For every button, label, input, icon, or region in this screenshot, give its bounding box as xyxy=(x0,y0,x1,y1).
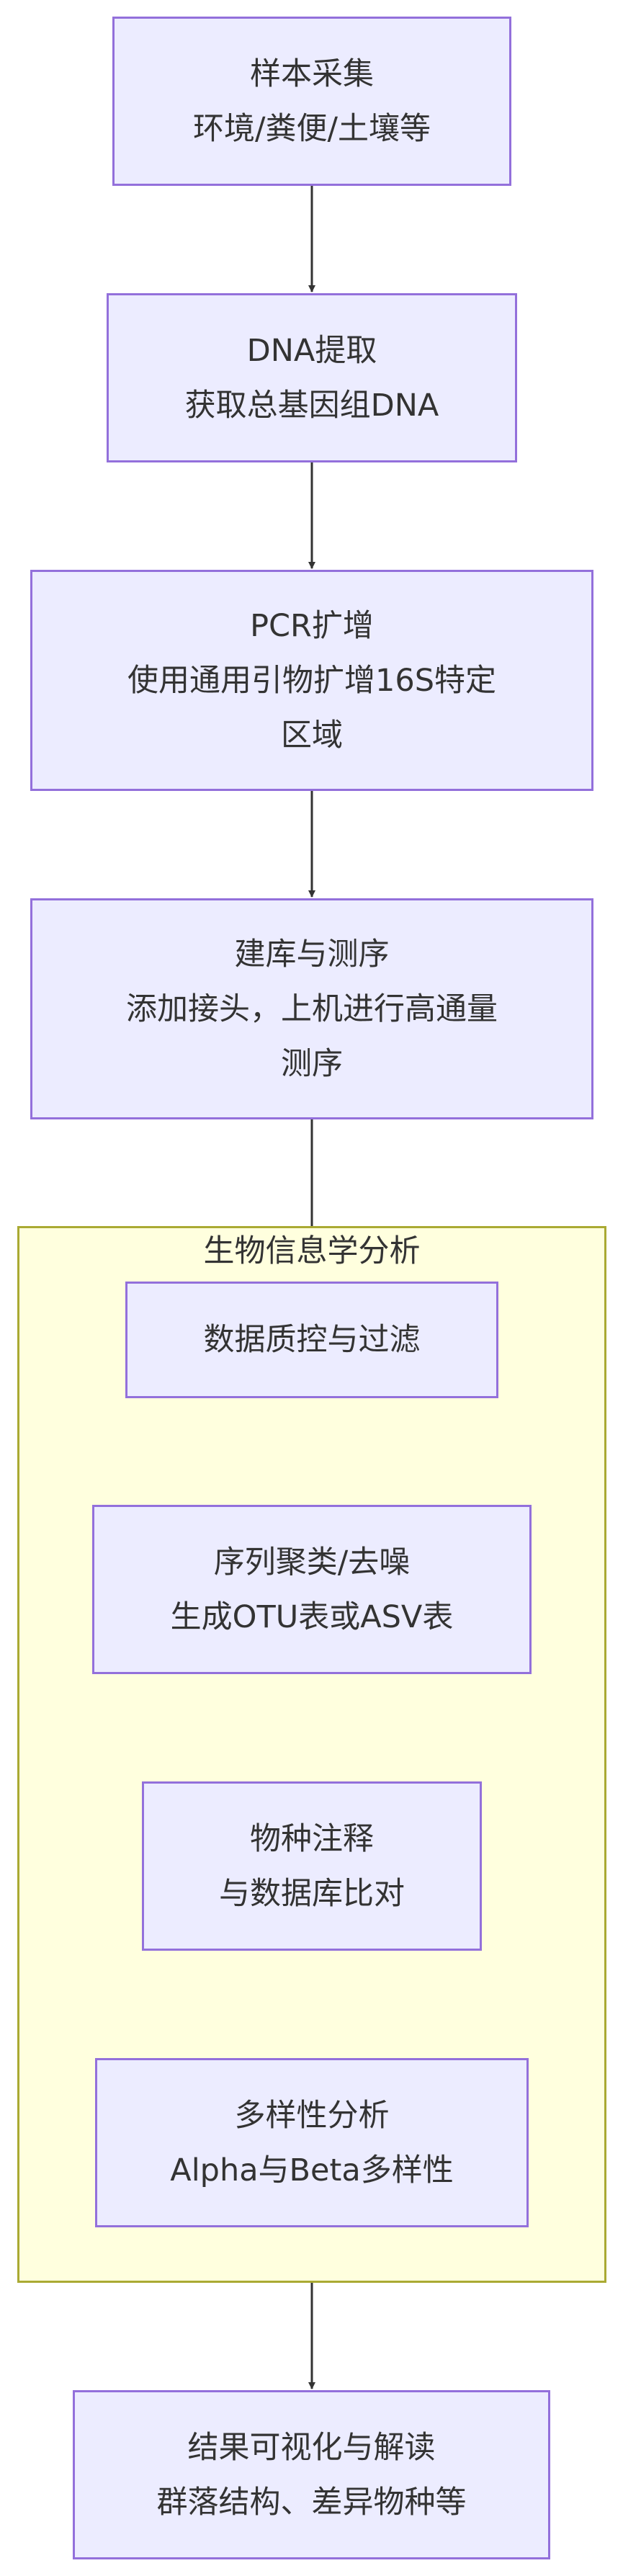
node-pcr-amplification: PCR扩增 使用通用引物扩增16S特定 区域 xyxy=(30,570,593,791)
node-sample-collection: 样本采集 环境/粪便/土壤等 xyxy=(112,17,511,186)
node-label-line: DNA提取 xyxy=(246,332,377,369)
node-label-line: 与数据库比对 xyxy=(219,1875,405,1912)
node-label-line: 序列聚类/去噪 xyxy=(213,1544,411,1580)
node-dna-extraction: DNA提取 获取总基因组DNA xyxy=(107,293,517,462)
node-label-line: 使用通用引物扩增16S特定 xyxy=(127,662,496,699)
node-label-line: 结果可视化与解读 xyxy=(187,2429,436,2466)
node-label-line: 获取总基因组DNA xyxy=(184,387,439,424)
node-label-line: 生成OTU表或ASV表 xyxy=(170,1598,454,1635)
node-label-line: 环境/粪便/土壤等 xyxy=(193,110,431,147)
node-diversity-analysis: 多样性分析 Alpha与Beta多样性 xyxy=(95,2058,529,2227)
node-species-annotation: 物种注释 与数据库比对 xyxy=(142,1781,482,1951)
node-label-line: 测序 xyxy=(281,1045,343,1082)
cluster-title: 生物信息学分析 xyxy=(203,1233,421,1269)
node-label-line: PCR扩增 xyxy=(250,607,374,644)
node-sequence-clustering: 序列聚类/去噪 生成OTU表或ASV表 xyxy=(92,1505,532,1674)
node-label-line: 物种注释 xyxy=(250,1820,374,1857)
node-label-line: 群落结构、差异物种等 xyxy=(156,2484,467,2521)
node-label-line: 多样性分析 xyxy=(234,2097,390,2134)
node-label-line: 样本采集 xyxy=(250,55,374,92)
node-label-line: Alpha与Beta多样性 xyxy=(170,2152,454,2188)
node-label-line: 区域 xyxy=(281,717,343,753)
node-label-line: 数据质控与过滤 xyxy=(203,1322,421,1358)
node-label-line: 添加接头，上机进行高通量 xyxy=(126,990,498,1027)
node-visualization: 结果可视化与解读 群落结构、差异物种等 xyxy=(73,2390,550,2559)
node-label-line: 建库与测序 xyxy=(234,936,390,972)
node-library-sequencing: 建库与测序 添加接头，上机进行高通量 测序 xyxy=(30,898,593,1119)
node-quality-control: 数据质控与过滤 xyxy=(125,1282,498,1398)
